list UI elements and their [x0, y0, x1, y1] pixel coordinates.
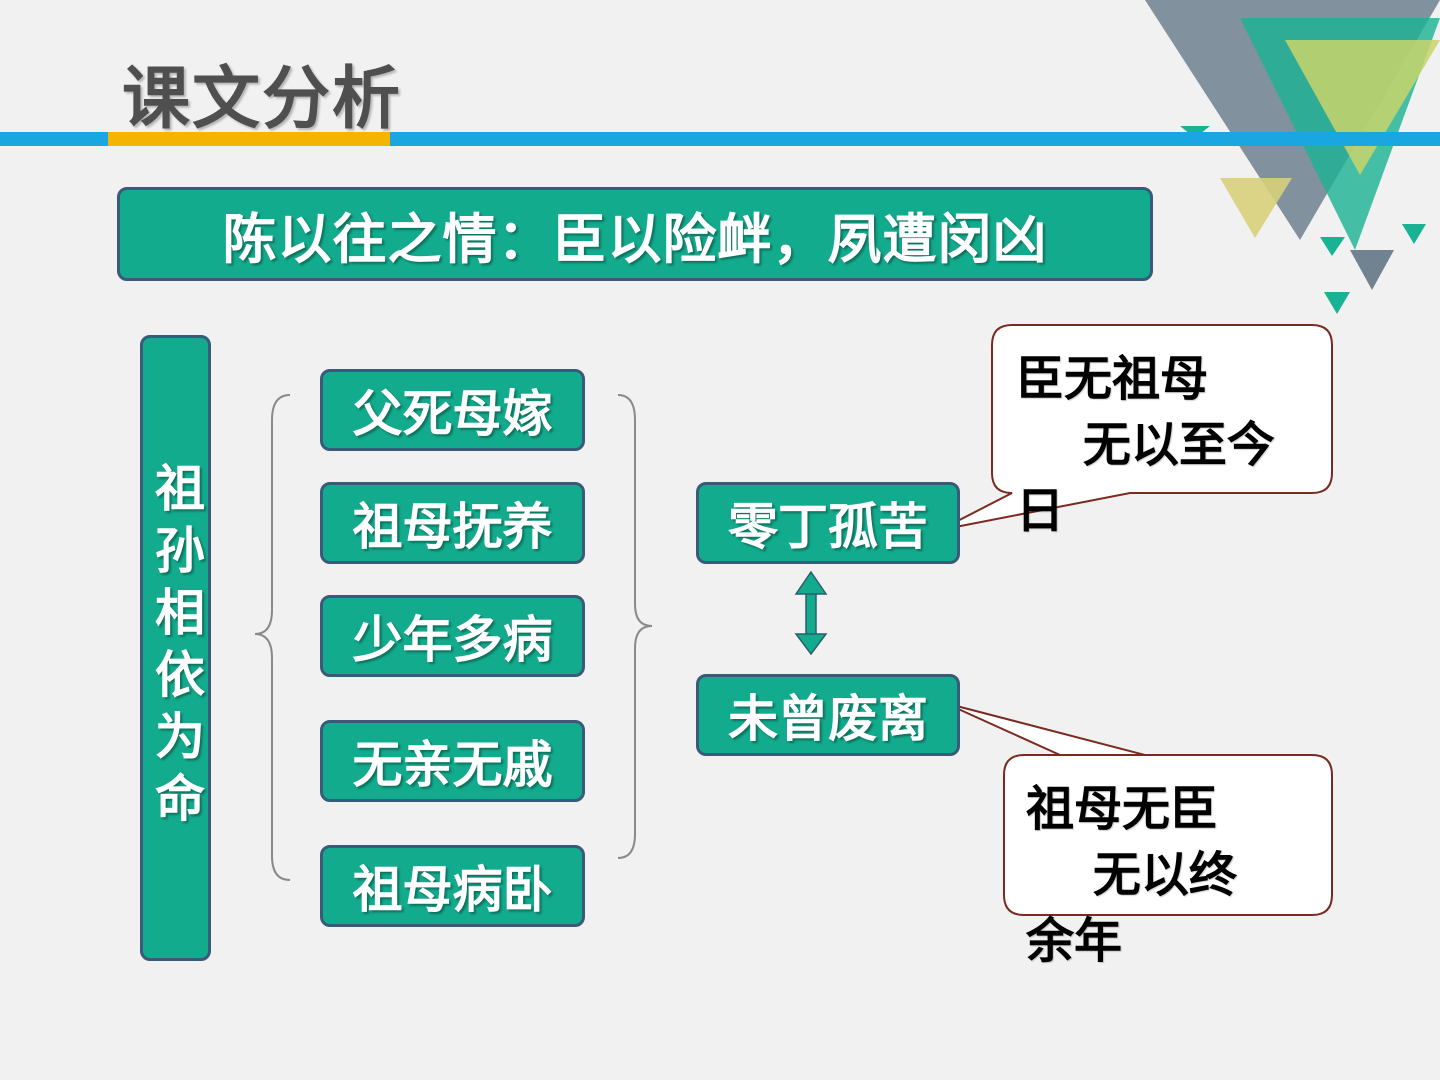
- callout-text-bottom: 祖母无臣 无以终 余年: [1026, 781, 1237, 969]
- heading-box: 陈以往之情：臣以险衅，夙遭闵凶: [117, 187, 1153, 281]
- deco-triangle-small-4: [1324, 292, 1350, 314]
- title-bar-yellow: [108, 132, 390, 146]
- item-box-5: 祖母病卧: [320, 845, 585, 927]
- item-box-3: 少年多病: [320, 595, 585, 677]
- result-box-1: 零丁孤苦: [696, 482, 960, 564]
- left-label-box: 祖孙相依为命: [140, 335, 211, 961]
- item-box-1: 父死母嫁: [320, 369, 585, 451]
- callout-text-top: 臣无祖母 无以至今 日: [1016, 351, 1275, 539]
- right-brace: [617, 394, 653, 859]
- deco-triangle-small-3: [1402, 224, 1426, 244]
- double-arrow: [794, 570, 828, 656]
- result-box-2: 未曾废离: [696, 674, 960, 756]
- slide-title: 课文分析: [122, 60, 403, 139]
- deco-triangle-small-2: [1350, 250, 1394, 290]
- deco-triangle-small-1: [1320, 237, 1345, 256]
- deco-triangle-yellow: [1285, 40, 1440, 175]
- item-box-2: 祖母抚养: [320, 482, 585, 564]
- left-brace: [254, 394, 291, 881]
- callout-bubble-bottom: [944, 702, 1333, 916]
- deco-triangle-small-yellow: [1220, 178, 1292, 238]
- item-box-4: 无亲无戚: [320, 720, 585, 802]
- callout-bubble-top: [939, 324, 1333, 531]
